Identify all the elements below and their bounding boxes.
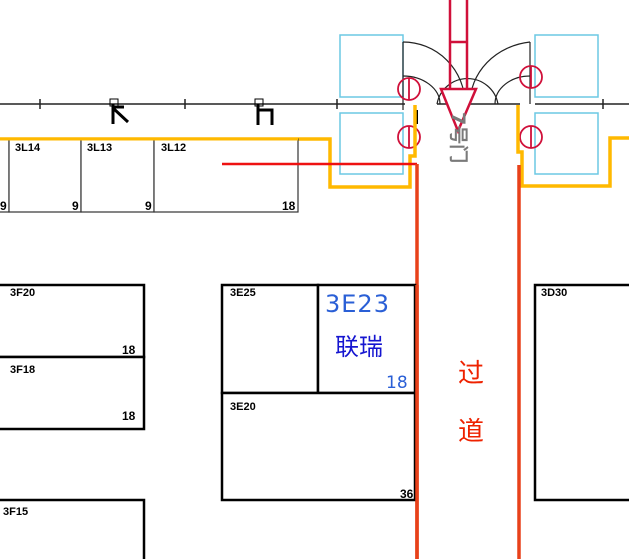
booth-3E20[interactable]	[220, 391, 417, 502]
fixture-box	[339, 112, 404, 175]
booth-3F15[interactable]	[0, 498, 146, 559]
booth-3E20-label: 3E20	[230, 401, 256, 413]
booth-size: 9	[145, 199, 152, 213]
booth-size: 9	[72, 199, 79, 213]
booth-3F20[interactable]	[0, 283, 146, 359]
fire-hydrant-icon	[397, 65, 543, 149]
booth-3D30[interactable]	[533, 283, 629, 502]
booth-3L14-label: 3L14	[15, 142, 41, 154]
fixture-box	[534, 34, 599, 98]
fixture-box	[534, 112, 599, 175]
hall-boundary	[0, 105, 417, 189]
booth-3E25[interactable]	[220, 283, 320, 395]
booth-size: 18	[122, 343, 136, 357]
fixture-box	[339, 34, 404, 98]
booth-company-name: 联瑞	[335, 333, 383, 361]
entrance-arrow-icon	[439, 0, 478, 135]
booth-3D30-label: 3D30	[541, 287, 567, 299]
booth-size: 36	[400, 487, 414, 501]
booth-row-3L: 9 3L14 9 3L13 9 3L12 18	[0, 137, 299, 213]
booth-size: 9	[0, 199, 7, 213]
booth-3F15-label: 3F15	[3, 506, 28, 518]
booth-size: 18	[282, 199, 296, 213]
aisle-label: 道	[458, 417, 484, 447]
booth-3L13-label: 3L13	[87, 142, 112, 154]
booth-3E23[interactable]	[316, 283, 417, 395]
booth-size: 18	[122, 409, 136, 423]
booth-3E23-label: 3E23	[325, 290, 390, 318]
booth-size: 18	[386, 373, 408, 393]
wall-line	[0, 99, 629, 109]
booth-3L12-label: 3L12	[161, 142, 186, 154]
booth-3F18[interactable]	[0, 355, 146, 431]
gate-label: 7号门	[447, 112, 470, 163]
booth-3E25-label: 3E25	[230, 287, 256, 299]
booth-3F18-label: 3F18	[10, 364, 35, 376]
booth-3F20-label: 3F20	[10, 287, 35, 299]
aisle-label: 过	[458, 359, 484, 389]
hall-boundary	[516, 105, 629, 188]
column-symbol-icon	[109, 98, 274, 125]
